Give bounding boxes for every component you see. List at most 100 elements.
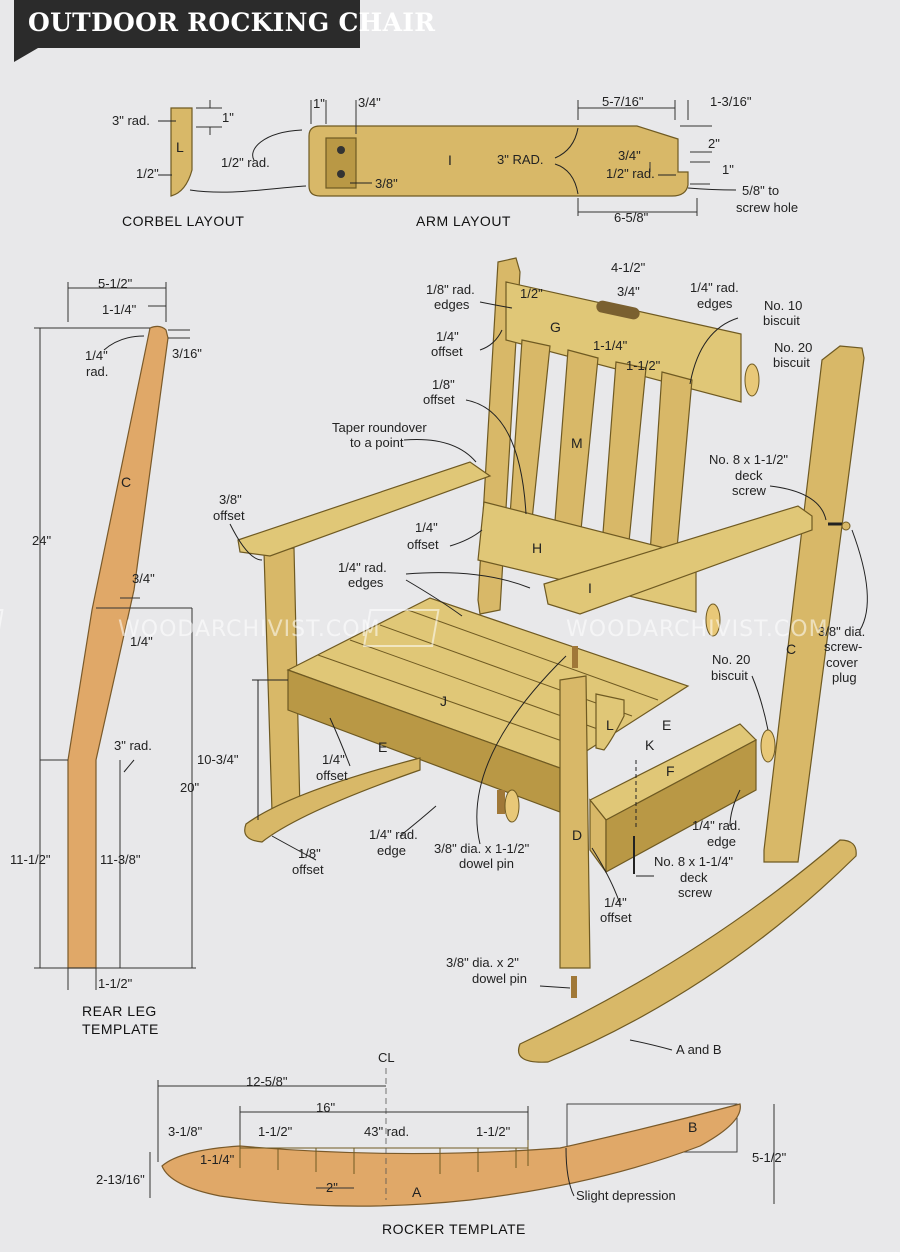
callout: 1/4" xyxy=(604,895,627,910)
callout: offset xyxy=(407,537,439,552)
rear-leg-dim: 11-1/2" xyxy=(10,852,51,867)
rocker-right xyxy=(518,839,857,1063)
callout: screw xyxy=(732,483,767,498)
rear-leg-dim: 11-3/8" xyxy=(100,852,141,867)
callout: offset xyxy=(316,768,348,783)
chair-part-label: D xyxy=(572,827,582,843)
callout: 3/8" dia. x 1-1/2" xyxy=(434,841,530,856)
rear-leg-template: C 5-1/2" 1-1/4" 1/4" rad. 3/16" 24" 3/4"… xyxy=(10,276,202,1037)
callout: edge xyxy=(707,834,736,849)
side-rail xyxy=(605,739,757,874)
rear-leg-part-label: C xyxy=(121,474,131,490)
rear-leg-dim: 5-1/2" xyxy=(98,276,133,291)
chair-part-label: I xyxy=(588,580,592,596)
callout: dowel pin xyxy=(459,856,514,871)
back-slat xyxy=(601,361,647,553)
callout: No. 10 xyxy=(764,298,802,313)
rear-leg-dim: 3/16" xyxy=(172,346,202,361)
rocker-left xyxy=(244,757,421,843)
rocker-dim: 3-1/8" xyxy=(168,1124,203,1139)
callout: 1/4" xyxy=(415,520,438,535)
chair-rear-leg-right xyxy=(763,345,865,863)
callout: 3/8" dia. xyxy=(818,624,865,639)
rocker-caption: ROCKER TEMPLATE xyxy=(382,1221,526,1237)
rocker-dim: 16" xyxy=(316,1100,335,1115)
callout: 1/2" xyxy=(520,286,543,301)
chair-exploded-view: G M H I J E E L K F D C 1/8" rad. edges … xyxy=(197,257,868,1063)
callout: edges xyxy=(697,296,733,311)
rocker-dim: 43" rad. xyxy=(364,1124,409,1139)
chair-part-label: E xyxy=(662,717,671,733)
arm-right xyxy=(543,505,813,615)
arm-shape xyxy=(308,125,689,197)
arm-dim: 3/8" xyxy=(375,176,398,191)
chair-part-label: F xyxy=(666,763,675,779)
corbel-dim: 1/2" rad. xyxy=(221,155,270,170)
callout: 1/4" xyxy=(322,752,345,767)
rear-leg-caption-line1: REAR LEG xyxy=(82,1003,157,1019)
arm-dim: 5-7/16" xyxy=(602,94,644,109)
callout: No. 20 xyxy=(712,652,750,667)
arm-part-label: I xyxy=(448,152,452,168)
callout: 1/4" rad. xyxy=(338,560,387,575)
callout: No. 8 x 1-1/4" xyxy=(654,854,733,869)
chair-part-label: H xyxy=(532,540,542,556)
arm-left xyxy=(237,461,492,557)
callout: 1/4" rad. xyxy=(369,827,418,842)
arm-dim: 3/4" xyxy=(618,148,641,163)
callout: screw xyxy=(678,885,713,900)
arm-dim: 2" xyxy=(708,136,720,151)
title-banner: OUTDOOR ROCKING CHAIR xyxy=(14,0,435,62)
callout: A and B xyxy=(676,1042,722,1057)
arm-dim: 3" RAD. xyxy=(497,152,544,167)
callout: deck xyxy=(680,870,708,885)
arm-dim: 3/4" xyxy=(358,95,381,110)
callout: 1/8" xyxy=(432,377,455,392)
corbel-dim: 3" rad. xyxy=(112,113,150,128)
callout: Taper roundover xyxy=(332,420,427,435)
callout: cover xyxy=(826,655,858,670)
rear-leg-dim: 24" xyxy=(32,533,51,548)
callout: 1/8" rad. xyxy=(426,282,475,297)
callout: 1/4" rad. xyxy=(692,818,741,833)
callout: dowel pin xyxy=(472,971,527,986)
front-leg-right xyxy=(559,675,591,969)
corbel xyxy=(595,693,625,751)
rear-leg-dim: 20" xyxy=(180,780,199,795)
corbel-dim: 1/2" xyxy=(136,166,159,181)
callout: No. 8 x 1-1/2" xyxy=(709,452,788,467)
rocker-part-label: A xyxy=(412,1184,422,1200)
callout: offset xyxy=(600,910,632,925)
page-title: OUTDOOR ROCKING CHAIR xyxy=(28,8,436,37)
callout: biscuit xyxy=(773,355,810,370)
arm-dim: 1-3/16" xyxy=(710,94,752,109)
chair-part-label: J xyxy=(440,693,447,709)
callout: 4-1/2" xyxy=(611,260,646,275)
callout: offset xyxy=(431,344,463,359)
rear-leg-dim: 1-1/2" xyxy=(98,976,133,991)
arm-dim: 1" xyxy=(722,162,734,177)
watermark-text: WOODARCHIVIST.COM xyxy=(566,617,829,642)
rocker-template-shape xyxy=(161,1103,741,1207)
callout: offset xyxy=(423,392,455,407)
chair-part-label: E xyxy=(378,739,387,755)
rocker-template: A B CL 12-5/8" 16" 3-1/8" 1-1/2" 43" rad… xyxy=(96,1050,787,1237)
callout: biscuit xyxy=(711,668,748,683)
rocker-dim: 2-13/16" xyxy=(96,1172,145,1187)
callout: edges xyxy=(434,297,470,312)
arm-dim: 1/2" rad. xyxy=(606,166,655,181)
corbel-shape xyxy=(170,107,193,197)
arm-dim: 5/8" to xyxy=(742,183,779,198)
chair-part-label: C xyxy=(786,641,796,657)
back-rest xyxy=(505,281,742,403)
watermark-group: WOODARCHIVIST.COM WOODARCHIVIST.COM xyxy=(0,609,829,647)
rear-leg-dim: 3" rad. xyxy=(114,738,152,753)
rear-leg-shape xyxy=(67,325,169,969)
rocker-part-label: B xyxy=(688,1119,697,1135)
arm-dim: 1" xyxy=(313,96,325,111)
callout: 10-3/4" xyxy=(197,752,239,767)
callout: screw- xyxy=(824,639,862,654)
callout: biscuit xyxy=(763,313,800,328)
